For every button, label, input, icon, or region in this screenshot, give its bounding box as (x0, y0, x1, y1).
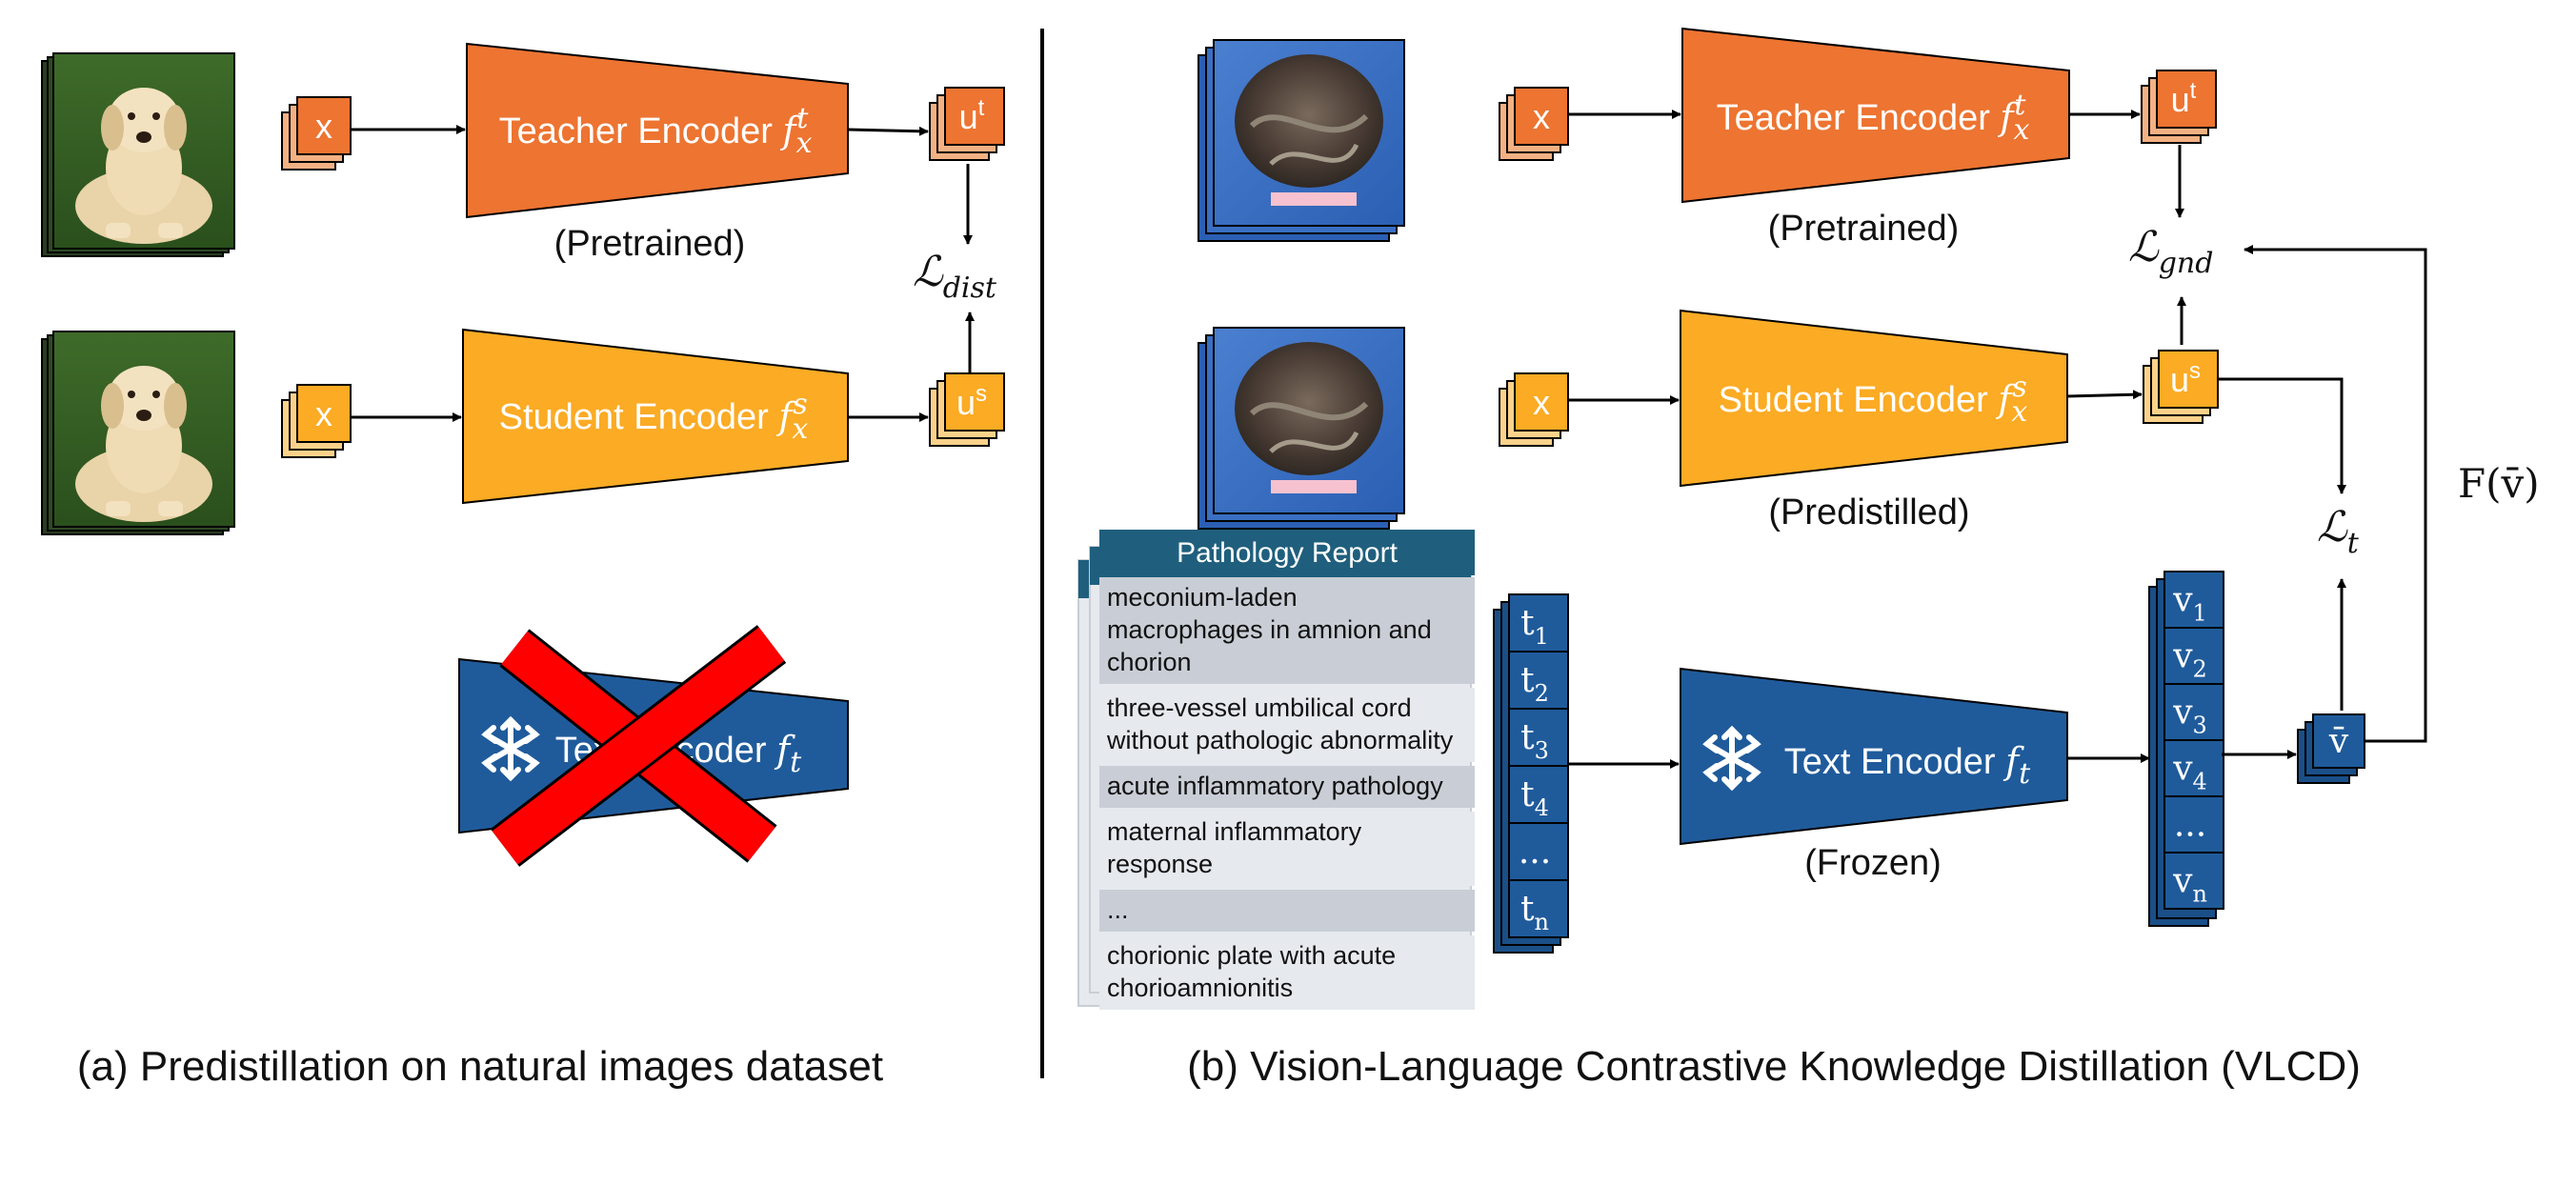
token-cell (2163, 795, 2224, 854)
pathology-report: Pathology Report meconium-laden macrophag… (1099, 530, 1475, 1010)
student-status-label-b: (Predistilled) (1768, 492, 1969, 532)
teacher-input-token-b: x (1499, 87, 1569, 161)
vbar-label: v̄ (2328, 722, 2349, 761)
report-row-text: macrophages in amnion and (1107, 615, 1432, 644)
token-cell (1508, 593, 1569, 653)
token-cell (2163, 739, 2224, 797)
report-row-text: meconium-laden (1107, 583, 1298, 612)
report-row-text: chorionic plate with acute (1107, 941, 1396, 970)
student-input-label: x (315, 394, 332, 433)
student-input-token-b: x (1499, 372, 1569, 447)
token-cell (1508, 879, 1569, 938)
report-row-text: response (1107, 850, 1213, 878)
placenta-image-stack-student (1197, 328, 1404, 530)
student-encoder-label-b: Student Encoder fxs (1719, 371, 2028, 429)
teacher-encoder-label: Teacher Encoder fxt (499, 102, 813, 160)
token-label: v1 (2172, 581, 2207, 627)
token-cell (1508, 822, 1569, 881)
loss-gnd: ℒgnd (2128, 223, 2213, 280)
token-label: ... (2174, 806, 2206, 845)
student-encoder-b: Student Encoder fxs (1680, 309, 2068, 488)
placenta-image-stack-teacher (1197, 40, 1404, 242)
arrow-us-to-lt (2218, 377, 2346, 494)
teacher-output-token-b: ut (2141, 70, 2217, 144)
teacher-input-label-b: x (1533, 97, 1550, 136)
report-row-text: without pathologic abnormality (1106, 726, 1454, 754)
token-cell (2163, 571, 2224, 629)
student-input-token: x (281, 384, 352, 458)
text-tokens: t1 t2 t3 t4... tn (1508, 593, 1569, 938)
token-cell (2163, 683, 2224, 741)
arrow-vbar-to-lgnd (2244, 245, 2427, 743)
vector-stack: v1 v2 v3 v4... vn (2148, 571, 2224, 927)
loss-t: ℒt (2317, 503, 2360, 560)
loss-dist: ℒdist (913, 248, 997, 305)
text-encoder-status-label-b: (Frozen) (1804, 843, 1942, 883)
teacher-output-token: ut (929, 87, 1005, 161)
token-label: t1 (1520, 604, 1549, 650)
token-cell (1508, 708, 1569, 767)
student-output-label: us (956, 381, 987, 422)
token-label: tn (1520, 890, 1549, 935)
report-rows: meconium-laden macrophages in amnion and c… (1099, 577, 1475, 1010)
student-output-label-b: us (2170, 358, 2201, 399)
report-row-text: maternal inflammatory (1107, 817, 1362, 846)
teacher-encoder-label-b: Teacher Encoder fxt (1717, 89, 2030, 147)
token-cell (2163, 852, 2224, 910)
report-row (1099, 890, 1475, 932)
teacher-status-label: (Pretrained) (554, 224, 746, 264)
vbar-token: v̄ (2297, 713, 2365, 784)
report-row (1099, 935, 1475, 1010)
token-cell (1508, 651, 1569, 710)
student-encoder: Student Encoder fxs (462, 328, 849, 505)
token-cell (1508, 765, 1569, 824)
student-output-token-b: us (2143, 350, 2219, 424)
dog-image-stack-teacher (41, 52, 235, 257)
report-row (1099, 577, 1475, 684)
teacher-encoder-b: Teacher Encoder fxt (1681, 27, 2070, 204)
report-row (1099, 766, 1475, 808)
report-row (1099, 812, 1475, 886)
vectors: v1 v2 v3 v4... vn (2163, 571, 2224, 910)
token-label: t2 (1520, 661, 1549, 707)
token-label: t3 (1520, 718, 1549, 764)
report-row-text: chorioamnionitis (1107, 974, 1293, 1002)
token-label: v3 (2172, 693, 2207, 739)
dog-image-stack-student (41, 331, 235, 535)
teacher-encoder: Teacher Encoder fxt (466, 42, 849, 219)
caption-b: (b) Vision-Language Contrastive Knowledg… (1187, 1043, 2361, 1090)
token-label: v2 (2172, 637, 2207, 683)
panel-a: x Teacher Encoder fxt (Pretrained) ut ℒd… (41, 42, 1005, 1090)
teacher-output-label-b: ut (2171, 78, 2197, 119)
caption-a: (a) Predistillation on natural images da… (77, 1043, 883, 1090)
token-label: v4 (2172, 750, 2207, 795)
panel-b: x Teacher Encoder fxt (Pretrained) ut ℒg… (1077, 27, 2540, 1090)
report-row-text: ... (1107, 895, 1129, 924)
student-input-label-b: x (1533, 383, 1550, 422)
arrow-teacher-to-ut (847, 126, 929, 136)
text-encoder-b: Text Encoder ft (1680, 667, 2068, 846)
report-row-text: three-vessel umbilical cord (1107, 693, 1412, 722)
teacher-input-token: x (281, 96, 352, 171)
text-token-stack: t1 t2 t3 t4... tn (1493, 593, 1569, 954)
pooling-label: F(v̄) (2458, 460, 2540, 507)
report-row-text: acute inflammatory pathology (1107, 772, 1443, 800)
report-title: Pathology Report (1177, 537, 1398, 569)
report-row-text: chorion (1107, 648, 1192, 676)
token-label: ... (1519, 833, 1551, 872)
student-encoder-label: Student Encoder fxs (499, 388, 809, 446)
teacher-output-label: ut (959, 95, 985, 136)
teacher-input-label: x (315, 107, 332, 146)
report-row (1099, 688, 1475, 762)
red-cross-icon (490, 625, 787, 867)
arrow-student-to-us-b (2066, 390, 2143, 400)
token-label: t4 (1520, 775, 1549, 821)
text-encoder-disabled: Text Encoder ft (458, 625, 849, 867)
token-label: vn (2172, 862, 2207, 908)
student-output-token: us (929, 372, 1005, 447)
teacher-status-label-b: (Pretrained) (1768, 209, 1960, 249)
